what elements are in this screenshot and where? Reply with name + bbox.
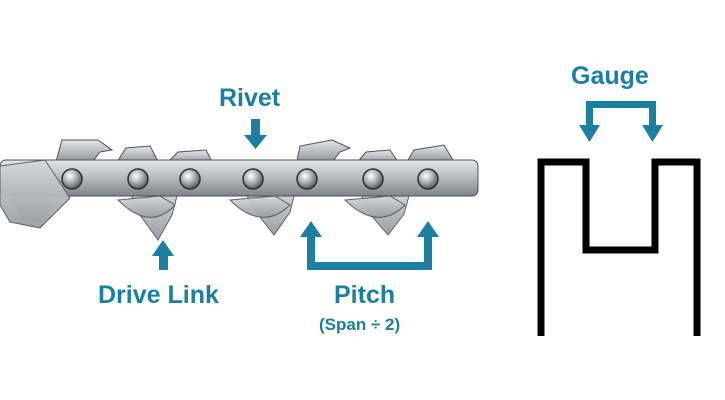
rivet	[417, 168, 439, 190]
saw-chain	[0, 139, 479, 241]
pitch-note-label: (Span ÷ 2)	[319, 315, 401, 334]
bracket-arrows-icon	[300, 221, 439, 270]
chain-band	[0, 159, 479, 197]
gauge-profile-outline	[537, 158, 701, 336]
rivet-label: Rivet	[219, 84, 281, 112]
up-arrow-icon	[152, 240, 174, 270]
rivet	[242, 168, 264, 190]
rivet	[179, 168, 201, 190]
rivet	[362, 168, 384, 190]
rivet	[296, 168, 318, 190]
rivet	[61, 168, 83, 190]
pitch-label: Pitch	[334, 281, 396, 309]
down-arrow-icon	[244, 119, 267, 149]
rivet	[127, 168, 149, 190]
gauge-label: Gauge	[571, 62, 649, 90]
drive-link-label: Drive Link	[98, 281, 219, 309]
side-plates	[0, 159, 406, 229]
rivets	[61, 168, 439, 190]
bracket-arrows-icon	[579, 101, 663, 142]
